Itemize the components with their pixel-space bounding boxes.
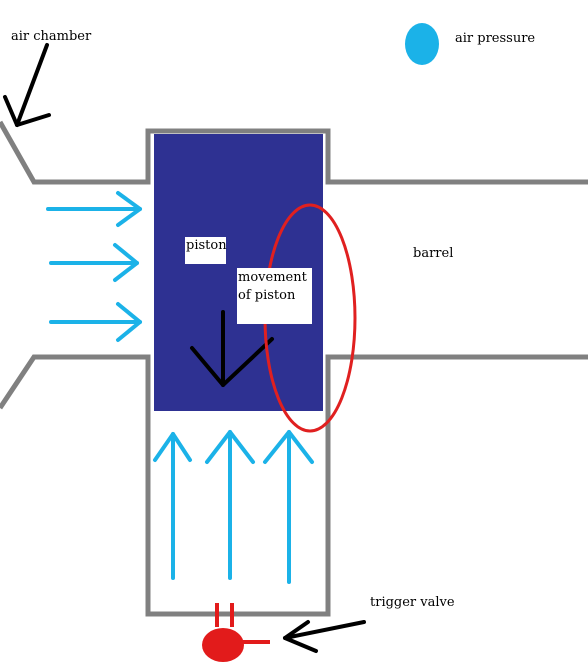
valve-stem-left bbox=[215, 603, 219, 627]
air-arrow-up-1 bbox=[153, 432, 192, 580]
air-arrow-right-1 bbox=[46, 191, 142, 227]
air-chamber-label: air chamber bbox=[11, 29, 92, 44]
air-pressure-label: air pressure bbox=[455, 31, 536, 46]
air-arrow-right-3 bbox=[49, 302, 142, 342]
air-arrow-right-2 bbox=[49, 243, 139, 282]
air-pressure-arrows-left bbox=[46, 191, 142, 342]
chamber-bottom-left-wall bbox=[0, 354, 588, 617]
movement-of-piston-label: movement of piston bbox=[237, 268, 312, 324]
chamber-top-left-wall bbox=[0, 120, 588, 185]
trigger-valve bbox=[202, 603, 270, 662]
movement-arrow bbox=[190, 310, 274, 387]
air-pressure-arrows-bottom bbox=[153, 430, 314, 584]
air-arrow-up-2 bbox=[205, 430, 255, 580]
trigger-valve-pointer bbox=[283, 620, 366, 653]
air-pressure-legend-dot bbox=[405, 23, 439, 65]
air-chamber-pointer bbox=[3, 43, 51, 127]
valve-body bbox=[202, 628, 244, 662]
barrel-label: barrel bbox=[413, 246, 454, 261]
chamber-walls bbox=[0, 120, 588, 617]
trigger-valve-label: trigger valve bbox=[370, 595, 455, 610]
air-arrow-up-3 bbox=[263, 430, 314, 584]
valve-stem-right bbox=[230, 603, 234, 627]
piston-label: piston bbox=[185, 237, 227, 264]
